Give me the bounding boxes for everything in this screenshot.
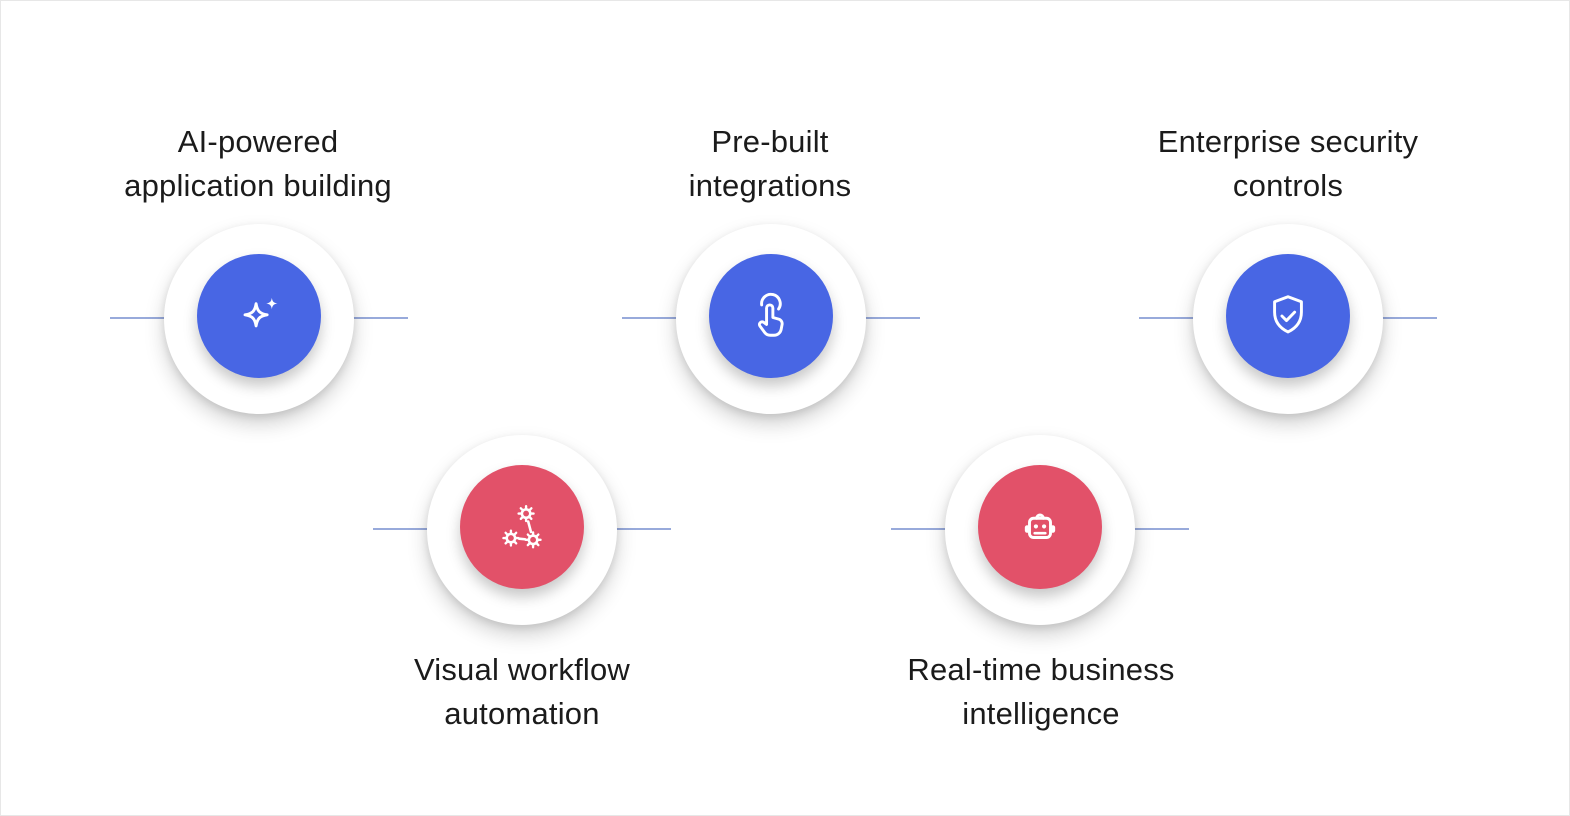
feature-label-workflow: Visual workflow automation xyxy=(302,648,742,736)
feature-label-security: Enterprise security controls xyxy=(1068,120,1508,208)
connector-line xyxy=(352,317,408,319)
label-line: automation xyxy=(444,696,600,731)
label-line: AI-powered xyxy=(177,124,339,159)
label-line: integrations xyxy=(688,168,852,203)
node-circle-integrations xyxy=(709,254,833,378)
node-circle-ai xyxy=(197,254,321,378)
feature-node-security xyxy=(1139,224,1437,414)
robot-icon xyxy=(1024,513,1056,539)
connector-line xyxy=(615,528,671,530)
label-line: controls xyxy=(1232,168,1344,203)
shield-check-icon xyxy=(1273,295,1303,334)
sparkle-icon xyxy=(243,297,278,328)
workflow-gears-icon xyxy=(502,504,542,549)
connector-line xyxy=(864,317,920,319)
feature-label-intelligence: Real-time business intelligence xyxy=(821,648,1261,736)
connector-line xyxy=(110,317,166,319)
label-line: intelligence xyxy=(962,696,1120,731)
connector-line xyxy=(891,528,947,530)
feature-node-workflow xyxy=(373,435,671,625)
feature-node-integrations xyxy=(622,224,920,414)
node-circle-workflow xyxy=(460,465,584,589)
feature-node-intelligence xyxy=(891,435,1189,625)
connector-line xyxy=(373,528,429,530)
connector-line xyxy=(622,317,678,319)
connector-line xyxy=(1133,528,1189,530)
connector-line xyxy=(1381,317,1437,319)
connector-line xyxy=(1139,317,1195,319)
node-circle-intelligence xyxy=(978,465,1102,589)
feature-label-integrations: Pre-built integrations xyxy=(550,120,990,208)
feature-node-ai xyxy=(110,224,408,414)
node-circle-security xyxy=(1226,254,1350,378)
label-line: Pre-built xyxy=(711,124,829,159)
label-line: Real-time business xyxy=(907,652,1175,687)
label-line: Enterprise security xyxy=(1157,124,1419,159)
tap-gesture-icon xyxy=(758,292,784,337)
label-line: application building xyxy=(124,168,392,203)
label-line: Visual workflow xyxy=(413,652,631,687)
feature-label-ai: AI-powered application building xyxy=(38,120,478,208)
